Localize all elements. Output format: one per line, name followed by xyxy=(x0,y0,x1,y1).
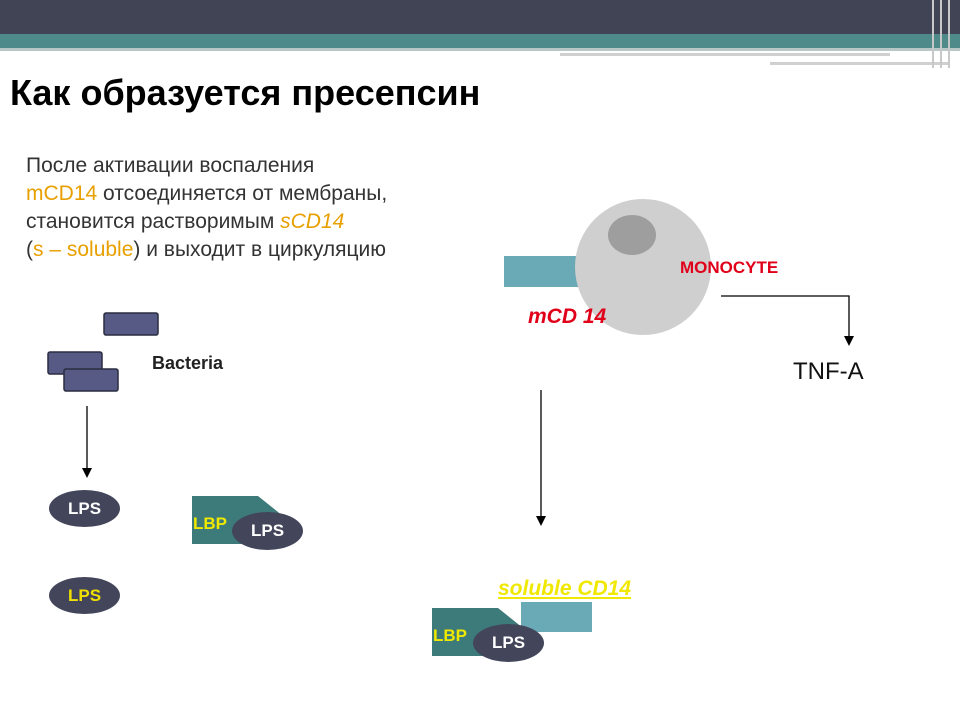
bacterium xyxy=(103,312,159,336)
header-vline xyxy=(948,0,950,68)
lps-molecule: LPS xyxy=(232,512,303,550)
description-text-segment: ( xyxy=(26,238,33,261)
description-text-segment: После активации воспаления xyxy=(26,154,315,177)
header-bar-teal xyxy=(0,34,960,48)
lps-molecule: LPS xyxy=(49,490,120,527)
description-line-4: (s – soluble) и выходит в циркуляцию xyxy=(26,236,387,264)
lps-molecule: LPS xyxy=(49,577,120,614)
header-line xyxy=(0,48,960,51)
description-text-segment: ) и выходит в циркуляцию xyxy=(133,238,386,261)
highlight-mcd14: mCD14 xyxy=(26,182,98,205)
description-line-3: становится растворимым sCD14 xyxy=(26,208,387,236)
description-text-segment: становится растворимым xyxy=(26,210,281,233)
arrowhead xyxy=(536,516,546,526)
header-stripe xyxy=(770,62,950,65)
scd14-receptor xyxy=(521,602,592,632)
slide-title: Как образуется пресепсин xyxy=(10,72,481,113)
header-vline xyxy=(932,0,934,68)
header-vline xyxy=(940,0,942,68)
arrowhead xyxy=(82,468,92,478)
bacteria-label: Bacteria xyxy=(152,353,224,373)
description-line-2: mCD14 отсоединяется от мембраны, xyxy=(26,180,387,208)
monocyte-nucleus xyxy=(608,215,656,255)
highlight-scd14: sCD14 xyxy=(280,210,345,233)
soluble-cd14-label: soluble CD14 xyxy=(498,577,632,600)
header-stripe xyxy=(560,53,890,56)
description-text: После активации воспаления mCD14 отсоеди… xyxy=(26,152,387,264)
description-text-segment: отсоединяется от мембраны, xyxy=(97,182,388,205)
tnf-a-label: TNF-A xyxy=(793,358,864,385)
mcd14-label: mCD 14 xyxy=(528,305,607,328)
description-line-1: После активации воспаления xyxy=(26,152,387,180)
highlight-soluble: s – soluble xyxy=(33,238,134,261)
monocyte-label: MONOCYTE xyxy=(680,258,779,277)
arrowhead xyxy=(844,336,854,346)
header-bar-dark xyxy=(0,0,960,34)
arrow-monocyte-to-tnf xyxy=(721,295,850,338)
lps-molecule: LPS xyxy=(473,624,544,662)
lbp-label: LBP xyxy=(193,514,227,533)
bacterium xyxy=(63,368,119,392)
lbp-label: LBP xyxy=(433,626,467,645)
